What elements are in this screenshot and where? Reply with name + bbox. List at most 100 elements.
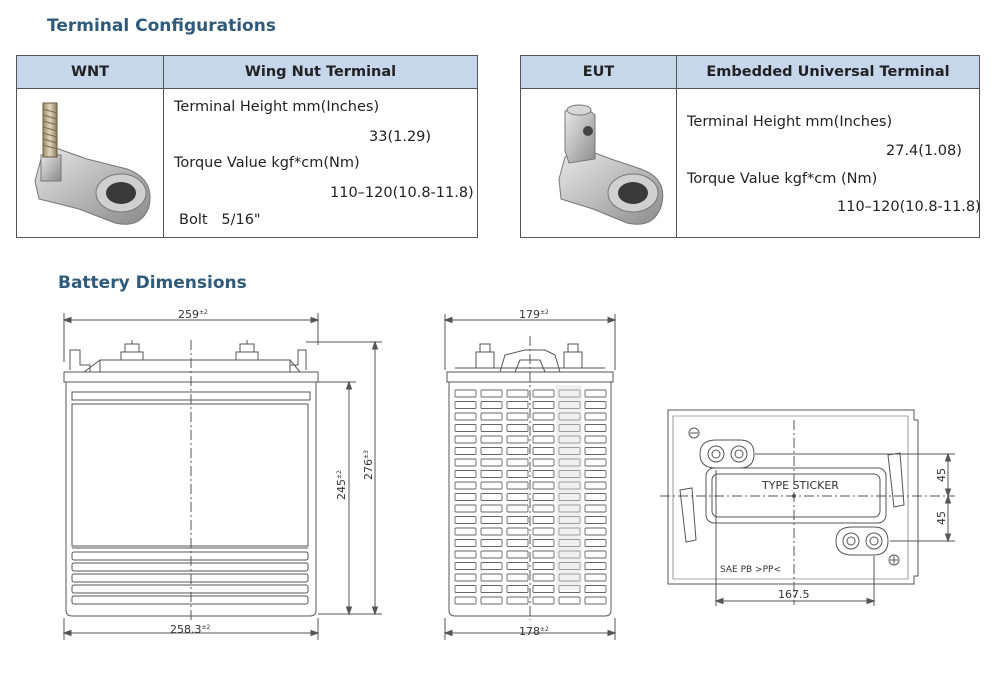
grille-slot (584, 596, 607, 605)
grille-slot (558, 447, 581, 455)
eut-spec-cell: Terminal Height mm(Inches) 27.4(1.08) To… (676, 88, 981, 238)
battery-dimension-drawing: 259±2 258.3±2 245±2 276±3 179±2 178±2 TY… (62, 308, 955, 640)
grille-slot (558, 596, 581, 605)
front-bottom-width: 258.3±2 (170, 623, 211, 636)
grille-slot (532, 412, 555, 421)
wnt-height-value: 33(1.29) (369, 129, 432, 145)
grille-slot (506, 458, 529, 467)
wnt-name-header: Wing Nut Terminal (163, 55, 478, 89)
grille-slot (480, 527, 503, 536)
grille-slot (454, 562, 477, 570)
battery-dimensions-title: Battery Dimensions (58, 273, 247, 293)
grille-slot (454, 585, 477, 593)
grille-slot (506, 401, 529, 409)
grille-slot (506, 539, 529, 547)
grille-slot (480, 447, 503, 455)
grille-slot (480, 573, 503, 582)
wnt-bolt-label: Bolt (179, 212, 208, 228)
front-container-height: 245±2 (335, 470, 348, 500)
grille-slot (584, 435, 607, 444)
grille-slot (584, 504, 607, 513)
eut-torque-value: 110–120(10.8-11.8) (837, 199, 981, 215)
grille-slot (480, 389, 503, 398)
grille-slot (532, 504, 555, 513)
grille-slot (506, 585, 529, 593)
terminal-config-title: Terminal Configurations (47, 16, 276, 36)
grille-slot (584, 481, 607, 490)
grille-slot (532, 596, 555, 605)
eut-image-cell (520, 88, 677, 238)
grille-slot (454, 435, 477, 444)
eut-name-header: Embedded Universal Terminal (676, 55, 980, 89)
grille-slot (558, 493, 581, 501)
grille-slot (454, 527, 477, 536)
eut-height-value: 27.4(1.08) (886, 143, 962, 159)
grille-slot (558, 562, 581, 570)
grille-slot (584, 493, 607, 501)
grille-slot (506, 527, 529, 536)
wnt-bolt-value: 5/16" (221, 212, 261, 228)
grille-slot (454, 412, 477, 421)
grille-slot (584, 470, 607, 478)
embedded-universal-terminal-image (558, 104, 664, 225)
grille-slot (558, 481, 581, 490)
grille-slot (532, 424, 555, 432)
grille-slot (506, 596, 529, 605)
grille-slot (506, 550, 529, 559)
grille-slot (454, 447, 477, 455)
grille-slot (506, 470, 529, 478)
wnt-image-cell (16, 88, 164, 238)
dimension-labels: 259±2 258.3±2 245±2 276±3 179±2 178±2 TY… (170, 308, 948, 638)
grille-slot (480, 401, 503, 409)
eut-height-label: Terminal Height mm(Inches) (687, 114, 893, 130)
top-dim-upper: 45 (935, 468, 948, 482)
grille-slot (532, 516, 555, 524)
grille-slot (506, 435, 529, 444)
wnt-table: WNT Wing Nut Terminal (16, 55, 478, 238)
grille-slot (454, 424, 477, 432)
grille-slot (558, 585, 581, 593)
grille-slot (584, 424, 607, 432)
grille-slot (480, 481, 503, 490)
grille-slot (584, 516, 607, 524)
grille-slot (454, 573, 477, 582)
grille-slot (558, 458, 581, 467)
grille-slot (506, 389, 529, 398)
grille-slot (558, 389, 581, 398)
grille-slot (480, 516, 503, 524)
grille-slot (532, 458, 555, 467)
type-sticker-label: TYPE STICKER (761, 479, 839, 492)
grille-slot (532, 585, 555, 593)
grille-slot (532, 447, 555, 455)
grille-slot (584, 585, 607, 593)
grille-slot (532, 389, 555, 398)
wnt-height-label: Terminal Height mm(Inches) (174, 99, 380, 115)
grille-slot (532, 481, 555, 490)
grille-slot (480, 550, 503, 559)
grille-slot (480, 504, 503, 513)
grille-slot (558, 516, 581, 524)
front-total-height: 276±3 (362, 450, 375, 480)
sae-marking: SAE PB >PP< (720, 565, 781, 575)
grille-slot (506, 573, 529, 582)
grille-slot (480, 493, 503, 501)
grille-slot (558, 573, 581, 582)
grille-slot (480, 539, 503, 547)
grille-slot (532, 573, 555, 582)
grille-slot (480, 585, 503, 593)
top-dim-bottom: 167.5 (778, 588, 810, 601)
side-view-label-strip (556, 385, 582, 590)
side-view-grille (454, 389, 607, 605)
grille-slot (532, 539, 555, 547)
side-top-width: 179±2 (519, 308, 549, 321)
grille-slot (506, 447, 529, 455)
grille-slot (454, 516, 477, 524)
grille-slot (558, 412, 581, 421)
grille-slot (480, 412, 503, 421)
side-view (443, 314, 617, 640)
grille-slot (584, 389, 607, 398)
wnt-spec-cell: Terminal Height mm(Inches) 33(1.29) Torq… (163, 88, 478, 238)
grille-slot (480, 596, 503, 605)
grille-slot (506, 562, 529, 570)
grille-slot (454, 550, 477, 559)
